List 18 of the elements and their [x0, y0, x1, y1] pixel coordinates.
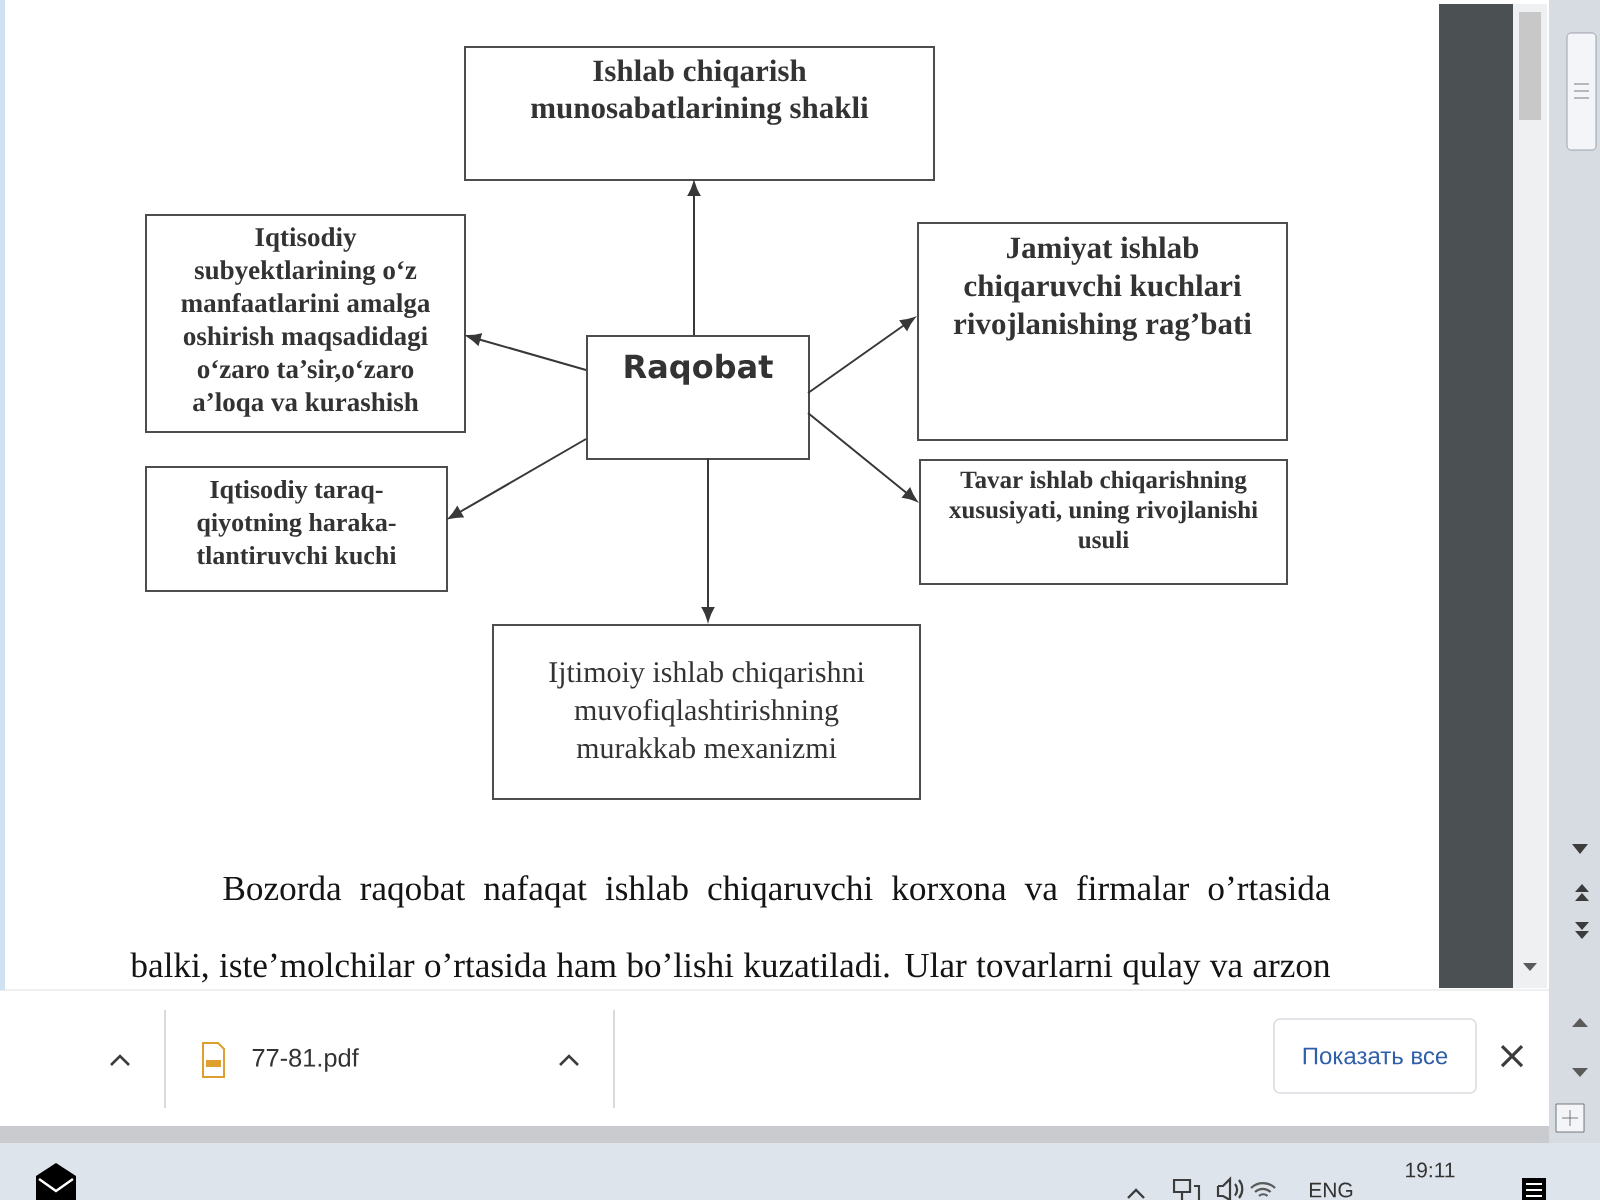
text-box: Ishlab chiqarish munosabatlarining shakli [464, 46, 935, 181]
body-text: Bozorda raqobat nafaqat ishlab chiqaruvchi korxona va firmalar o’rtasida balki, iste’molchilar o’rtasida ham bo’lishi kuzatiladi. Ular tovarlarni qulay va arzon [130, 875, 1331, 985]
file-name: 77-81.pdf [252, 1048, 359, 1072]
arrow [701, 457, 715, 622]
arrow [466, 333, 587, 371]
text-box: Iqtisodiy taraq- qiyotning haraka- tlantiruvchi kuchi [145, 466, 448, 592]
show-all-button: Показать все [1273, 1018, 1477, 1094]
arrow [687, 181, 701, 336]
language-indicator: ENG [1310, 1182, 1353, 1198]
text-box: Iqtisodiy subyektlarining o‘z manfaatlarini amalga oshirish maqsadidagi o‘zaro ta’sir,o‘zaro a’loqa va kurashish [145, 214, 466, 433]
text-box: Ijtimoiy ishlab chiqarishni muvofiqlashtirishning murakkab mexanizmi [492, 624, 921, 800]
text-box: Jamiyat ishlab chiqaruvchi kuchlari rivojlanishing rag’bati [917, 222, 1288, 441]
clock-time: 19:11 [1406, 1162, 1455, 1178]
text-box: Tavar ishlab chiqarishning xususiyati, uning rivojlanishi usuli [919, 459, 1288, 585]
central-box: Raqobat [586, 335, 810, 460]
arrow [807, 412, 918, 502]
arrow [448, 438, 587, 520]
arrow [807, 317, 915, 394]
